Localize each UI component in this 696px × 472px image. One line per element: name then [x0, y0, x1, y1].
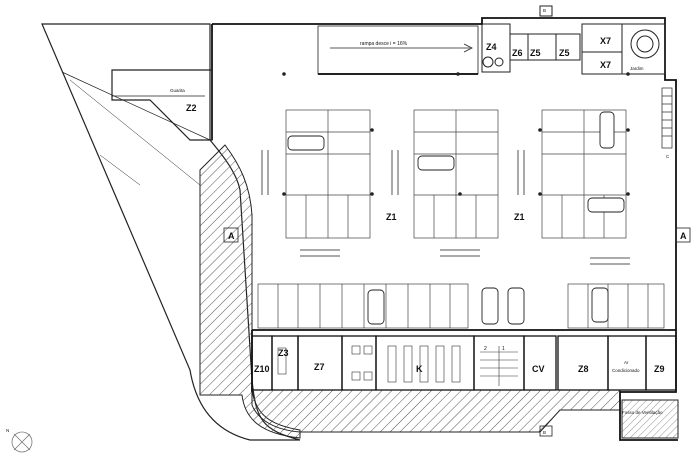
- section-c-side: C: [666, 154, 670, 159]
- zone-z9: Z9: [654, 364, 665, 374]
- ac-label-2: Condicionado: [612, 368, 640, 373]
- north-label: N: [6, 428, 9, 433]
- zone-z10: Z10: [254, 364, 270, 374]
- vent-label: Fosso de Ventilação: [622, 410, 663, 415]
- room-fixtures: [277, 345, 518, 386]
- zone-z4: Z4: [486, 42, 497, 52]
- zone-z8: Z8: [578, 364, 589, 374]
- section-b-bottom: B: [543, 430, 546, 435]
- guard-room: Guarita Z2: [111, 69, 213, 141]
- vent-shaft: [621, 399, 679, 439]
- zone-z7: Z7: [314, 362, 325, 372]
- zone-z5b: Z5: [559, 48, 570, 58]
- zone-x7-mid: X7: [600, 60, 611, 70]
- section-a-left: A: [228, 231, 235, 241]
- zone-z5a: Z5: [530, 48, 541, 58]
- zone-x7-top: X7: [600, 36, 611, 46]
- hatched-wall-bottom: [251, 389, 621, 433]
- ramp-label: rampa desce i = 16%: [360, 41, 408, 47]
- section-markers: [223, 227, 691, 437]
- left-slab: [41, 23, 301, 441]
- cars: [287, 111, 625, 325]
- zone-cv: CV: [532, 364, 545, 374]
- zone-z1-left: Z1: [386, 212, 397, 222]
- columns: [282, 72, 630, 196]
- bottom-rooms: [251, 335, 677, 391]
- zone-k: K: [416, 364, 423, 374]
- north-arrow-icon: [11, 431, 33, 453]
- top-rooms: [481, 5, 666, 75]
- right-stair: [661, 87, 673, 149]
- zone-z6: Z6: [512, 48, 523, 58]
- section-a-right: A: [680, 231, 687, 241]
- ac-label-1: Ar: [624, 360, 629, 365]
- zone-z3: Z3: [278, 348, 289, 358]
- garden-label: Jardim: [630, 66, 644, 71]
- ramp: [317, 25, 479, 75]
- guard-label: Guarita: [170, 88, 185, 93]
- section-b-top: B: [543, 8, 546, 13]
- traffic-arrows: [261, 150, 630, 265]
- zone-z2: Z2: [186, 103, 197, 113]
- zone-z1-right: Z1: [514, 212, 525, 222]
- stair-number-1: 1: [502, 346, 505, 352]
- stair-number-2: 2: [484, 346, 487, 352]
